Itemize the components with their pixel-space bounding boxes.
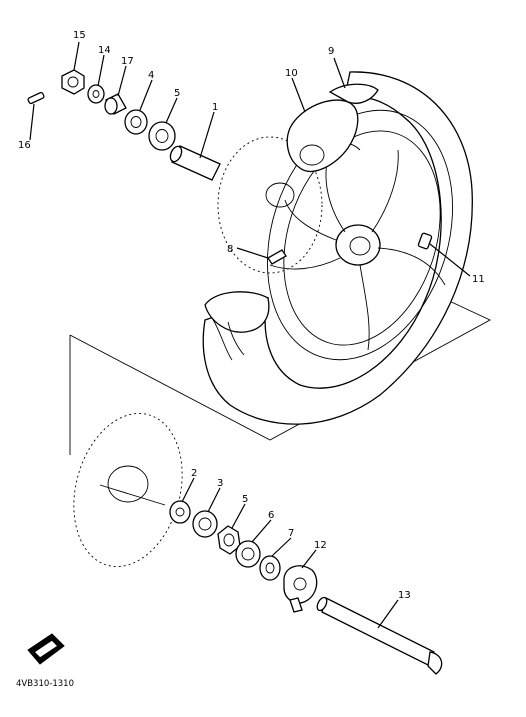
spoke (284, 199, 337, 241)
callout-4: 4 (148, 70, 154, 81)
callout-11: 11 (472, 274, 485, 285)
tire-tread-line (227, 321, 245, 356)
callout-2: 2 (191, 468, 197, 479)
callout-14: 14 (98, 45, 111, 56)
tube-opening (299, 144, 325, 166)
callout-5: 5 (174, 88, 180, 99)
spoke (371, 149, 399, 233)
oil-seal-left (192, 510, 218, 538)
tire (202, 71, 473, 425)
speedometer-gear-unit (283, 565, 318, 613)
callout-13: 13 (398, 590, 411, 601)
axle (316, 596, 443, 675)
balance-weight (267, 249, 287, 265)
callout-12: 12 (314, 540, 327, 551)
brake-disc-rear (217, 136, 323, 274)
axis-line (99, 484, 166, 506)
inner-tube (286, 99, 359, 173)
tire-section (204, 291, 270, 333)
callout-1: 1 (212, 102, 218, 113)
tire-tread-line (211, 317, 233, 361)
diagram-code: 4VB310-1310 (16, 679, 74, 689)
callout-6: 6 (268, 510, 274, 521)
axle-nut (61, 69, 85, 95)
rim-inner-ring (283, 130, 441, 346)
rim-ring (266, 109, 454, 361)
callout-7: 7 (288, 528, 294, 539)
oil-seal (124, 109, 148, 135)
spoke (359, 264, 370, 351)
callout-15: 15 (73, 30, 86, 41)
rim-band (328, 83, 379, 104)
hub (335, 224, 381, 266)
bearing (148, 121, 176, 151)
brake-disc (73, 413, 183, 567)
callout-10: 10 (285, 68, 298, 79)
callout-9: 9 (328, 46, 334, 57)
spacer (169, 145, 221, 181)
callout-17: 17 (121, 56, 134, 67)
spoke (377, 247, 446, 286)
collar (104, 93, 127, 115)
washer (87, 84, 105, 104)
leader-lines (29, 41, 471, 629)
brake-disc-rear-center (265, 182, 295, 208)
callout-5-lower: 5 (242, 494, 248, 505)
cotter-pin (27, 91, 45, 105)
callout-3: 3 (217, 478, 223, 489)
callout-8: 8 (227, 244, 233, 255)
spoke (269, 257, 341, 270)
callout-16: 16 (18, 140, 31, 151)
bearing-mid (235, 540, 261, 568)
wheel-assembly (202, 71, 473, 425)
seal-ring (259, 555, 281, 581)
bearing-left (169, 500, 191, 524)
valve (417, 232, 433, 250)
front-arrow-icon (27, 633, 65, 665)
hub-bore (349, 236, 371, 256)
